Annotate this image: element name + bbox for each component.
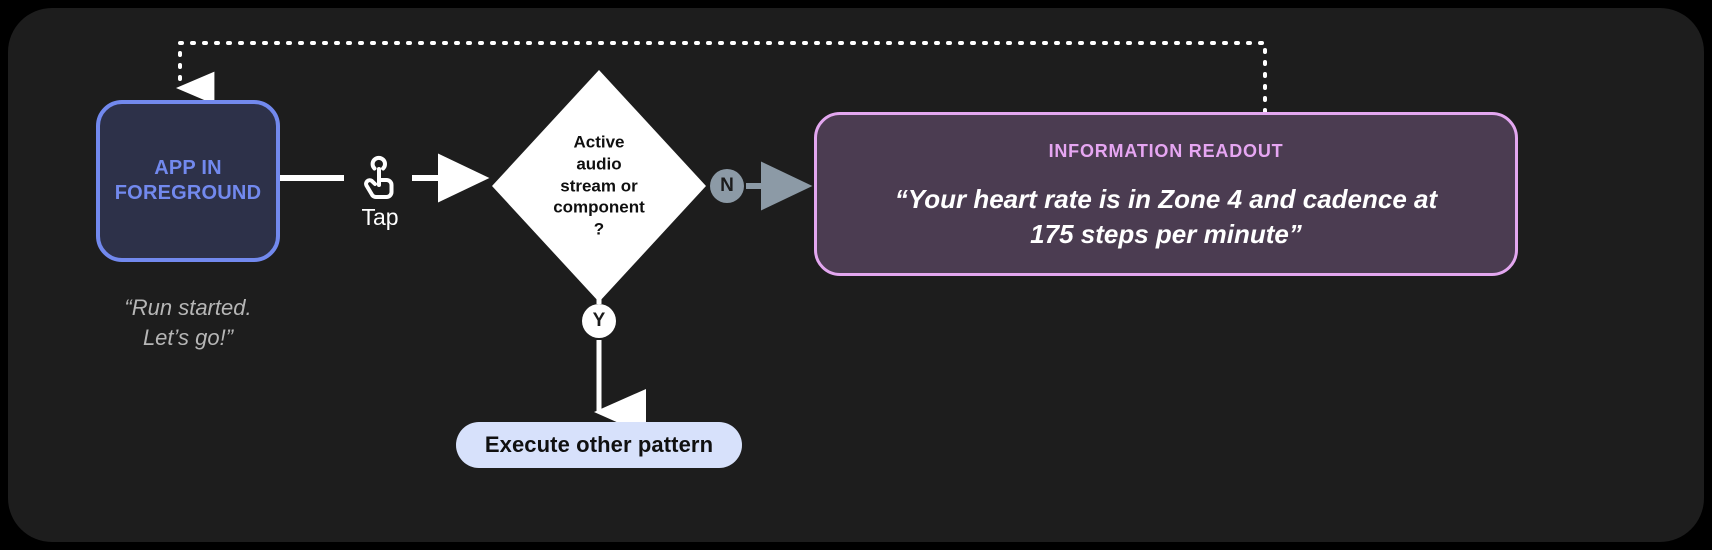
branch-badge-no-label: N: [720, 175, 734, 196]
node-app-caption: “Run started. Let’s go!”: [124, 295, 252, 350]
tap-hand-icon: [364, 155, 394, 199]
readout-title: INFORMATION READOUT: [1048, 141, 1284, 162]
execute-pill-label: Execute other pattern: [484, 432, 714, 457]
branch-badge-no: N: [710, 169, 744, 203]
readout-body: “Your heart rate is in Zone 4 and cadenc…: [894, 184, 1438, 249]
tap-affordance[interactable]: Tap: [346, 152, 414, 229]
edge-readout-back-to-app: [176, 41, 1267, 114]
node-app-label: APP IN FOREGROUND: [114, 157, 262, 204]
decision-label: Active audio stream or component ?: [553, 132, 645, 239]
node-information-readout[interactable]: INFORMATION READOUT “Your heart rate is …: [814, 112, 1518, 276]
node-app-in-foreground[interactable]: APP IN FOREGROUND: [96, 100, 280, 262]
node-decision[interactable]: Active audio stream or component ?: [492, 70, 706, 302]
node-execute-other-pattern[interactable]: Execute other pattern: [456, 422, 742, 468]
diagram-board: APP IN FOREGROUND “Run started. Let’s go…: [8, 8, 1704, 542]
tap-label: Tap: [361, 204, 399, 230]
branch-badge-yes-label: Y: [592, 310, 606, 331]
branch-badge-yes: Y: [582, 304, 616, 338]
